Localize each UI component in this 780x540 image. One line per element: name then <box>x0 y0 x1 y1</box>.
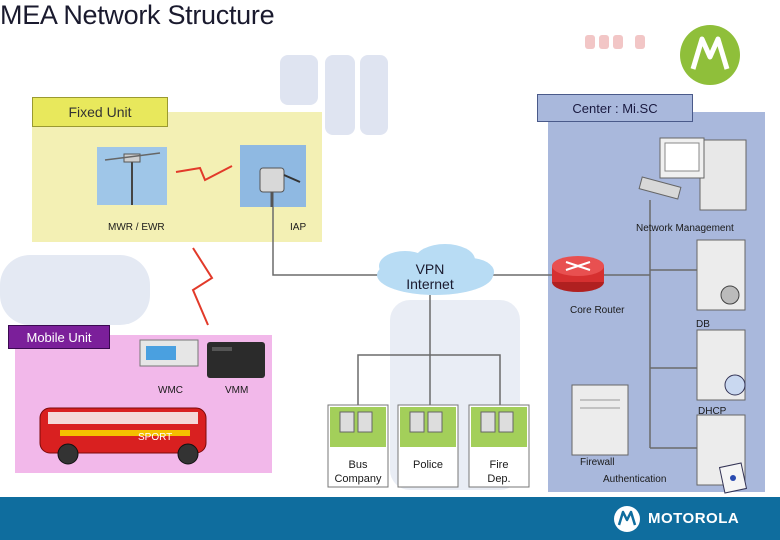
firewall-server-icon <box>571 384 629 456</box>
vpn-label: VPN Internet <box>390 262 470 292</box>
decor-squares <box>585 35 655 51</box>
dhcp-label: DHCP <box>698 406 727 417</box>
link-iap-vpn <box>272 205 385 276</box>
fixed-unit-label: Fixed Unit <box>32 97 168 127</box>
core-router-label: Core Router <box>570 305 625 316</box>
department-label-line2: Dep. <box>487 473 511 485</box>
mobile-unit-label: Mobile Unit <box>8 325 110 349</box>
footer-brand-name: MOTOROLA <box>648 510 740 527</box>
link-dept-fire <box>430 354 501 405</box>
vpn-label-line1: VPN <box>415 261 445 277</box>
mobile-unit-label-text: Mobile Unit <box>26 329 92 345</box>
wireless-bolt-icon <box>191 247 214 326</box>
mwr-label: MWR / EWR <box>108 222 165 233</box>
department-label-line2: Company <box>334 473 382 485</box>
wmc-label: WMC <box>158 385 183 396</box>
iap-label: IAP <box>290 222 307 233</box>
dhcp-server-icon <box>696 329 746 401</box>
vmm-device-icon <box>207 342 265 378</box>
department-label-bus-company: Bus Company <box>328 458 388 486</box>
fixed-unit-label-text: Fixed Unit <box>68 104 132 120</box>
bus-side-text: SPORT <box>138 432 172 443</box>
vpn-label-line2: Internet <box>406 276 454 292</box>
department-label-police: Police <box>398 458 458 472</box>
footer-motorola-logo-icon <box>614 506 640 532</box>
network-management-workstation-icon <box>638 137 747 211</box>
vpn-cloud-icon <box>377 244 494 295</box>
db-label: DB <box>696 319 710 330</box>
db-server-icon <box>696 239 746 311</box>
core-router-icon <box>552 256 604 292</box>
department-box-bus-company <box>327 404 389 488</box>
department-label-line1: Bus <box>348 459 368 471</box>
wireless-bolt-icon <box>175 165 233 182</box>
mwr-antenna-icon <box>97 147 167 205</box>
footer-bar: MOTOROLA <box>0 497 780 540</box>
department-box-police <box>397 404 459 488</box>
department-label-line1: Police <box>413 459 443 471</box>
wmc-card-icon <box>139 339 199 367</box>
decor-block <box>325 55 355 135</box>
center-label: Center : Mi.SC <box>537 94 693 122</box>
decor-block <box>360 55 388 135</box>
authentication-server-icon <box>696 414 748 494</box>
department-box-fire <box>468 404 530 488</box>
center-label-text: Center : Mi.SC <box>572 100 658 116</box>
authentication-label: Authentication <box>603 474 667 485</box>
vmm-label: VMM <box>225 385 249 396</box>
department-label-fire: Fire Dep. <box>469 458 529 486</box>
network-management-label: Network Management <box>636 223 734 234</box>
decor-block <box>280 55 318 105</box>
iap-access-point-icon <box>240 145 306 207</box>
firewall-label: Firewall <box>580 457 615 468</box>
department-label-line1: Fire <box>489 459 509 471</box>
page-title: MEA Network Structure <box>0 0 275 30</box>
decor-block <box>0 255 150 325</box>
bus-icon <box>39 407 207 465</box>
motorola-logo-icon <box>680 25 740 85</box>
link-vpn-departments <box>357 295 431 405</box>
